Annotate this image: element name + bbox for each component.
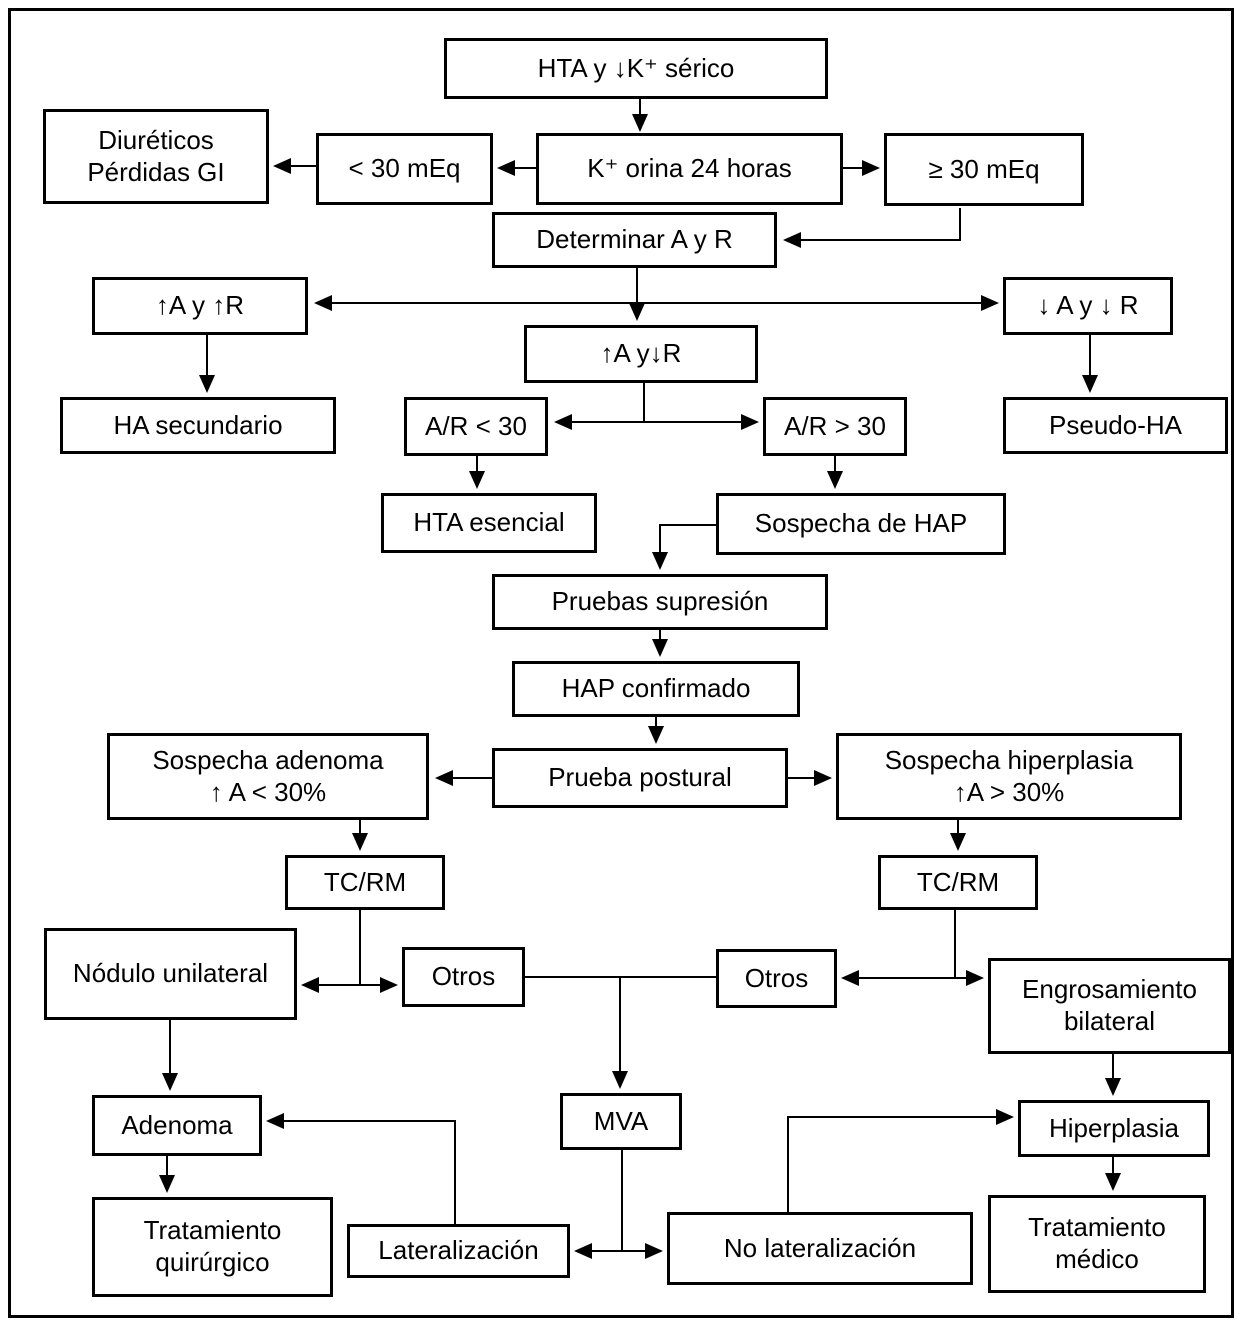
node-ar-mayor-30: A/R > 30 [763,397,907,456]
node-engrosamiento-bilateral: Engrosamiento bilateral [988,958,1231,1054]
node-tc-rm-izquierda: TC/RM [285,855,445,910]
edge-nolateralizacion-to-hiperplasia [787,1109,1014,1212]
node-prueba-postural: Prueba postural [492,748,788,808]
node-menor-30-meq: < 30 mEq [316,133,493,205]
node-hta-esencial: HTA esencial [381,493,597,553]
node-otros-derecha: Otros [716,949,837,1008]
node-pruebas-supresion: Pruebas supresión [492,574,828,630]
node-nodulo-unilateral: Nódulo unilateral [44,928,297,1020]
edge-lateralizacion-to-adenoma [266,1113,456,1224]
node-up-a-up-r: ↑A y ↑R [92,277,308,335]
node-adenoma: Adenoma [92,1095,262,1156]
node-tratamiento-medico: Tratamiento médico [988,1195,1206,1293]
node-sospecha-de-hap: Sospecha de HAP [716,493,1006,555]
node-hta-k-serico: HTA y ↓K⁺ sérico [444,38,828,99]
node-lateralizacion: Lateralización [347,1224,570,1278]
diagram-border [8,8,1234,1318]
node-tratamiento-quirurgico: Tratamiento quirúrgico [92,1197,333,1297]
node-otros-izquierda: Otros [402,947,525,1007]
edge-ge30-to-determinar [783,208,961,248]
node-sospecha-adenoma: Sospecha adenoma ↑ A < 30% [107,733,429,820]
node-hiperplasia: Hiperplasia [1018,1100,1210,1157]
node-hap-confirmado: HAP confirmado [512,661,800,717]
node-ha-secundario: HA secundario [60,397,336,454]
node-down-a-down-r: ↓ A y ↓ R [1003,277,1173,335]
node-sospecha-hiperplasia: Sospecha hiperplasia ↑A > 30% [836,733,1182,820]
node-ar-menor-30: A/R < 30 [404,397,548,456]
node-diureticos-perdidas-gi: Diuréticos Pérdidas GI [43,109,269,204]
node-determinar-a-y-r: Determinar A y R [492,212,777,268]
node-no-lateralizacion: No lateralización [667,1212,973,1285]
node-mva: MVA [560,1093,682,1150]
node-tc-rm-derecha: TC/RM [878,855,1038,910]
node-mayor-igual-30-meq: ≥ 30 mEq [884,133,1084,206]
node-pseudo-ha: Pseudo-HA [1003,397,1228,454]
node-up-a-down-r: ↑A y↓R [524,325,758,383]
edge-sospechahap-to-pruebas [652,524,716,570]
node-k-orina-24-horas: K⁺ orina 24 horas [536,133,843,205]
